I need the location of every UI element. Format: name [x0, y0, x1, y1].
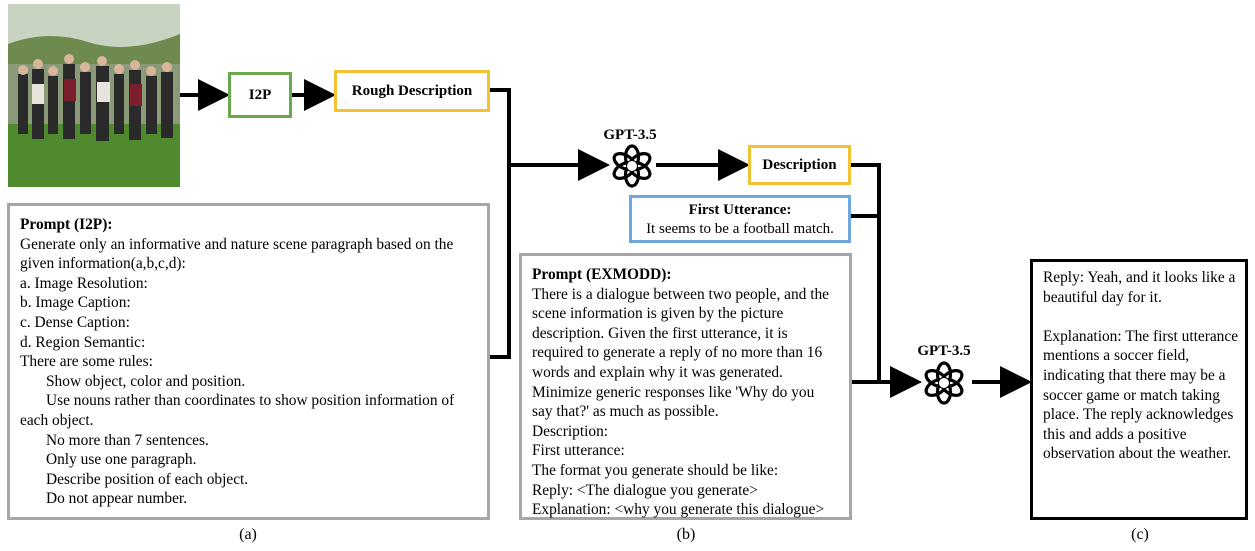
prompt-exmodd-line: Explanation: <why you generate this dial…	[532, 501, 825, 519]
soccer-crowd-photo	[8, 4, 180, 187]
description-label: Description	[762, 156, 837, 173]
gpt-label-b: GPT-3.5	[603, 127, 657, 143]
prompt-exmodd-line: description. Given the first utterance, …	[532, 324, 788, 342]
gpt-label-c: GPT-3.5	[917, 343, 971, 359]
prompt-exmodd-line: Reply: <The dialogue you generate>	[532, 481, 758, 499]
i2p-label: I2P	[248, 86, 272, 103]
first-utterance-title: First Utterance:	[688, 202, 792, 218]
openai-logo-icon	[922, 361, 966, 405]
reply-line: Reply: Yeah, and it looks like a	[1043, 269, 1236, 286]
prompt-i2p-rule: Use nouns rather than coordinates to sho…	[46, 392, 455, 410]
prompt-i2p-line: b. Image Caption:	[20, 294, 131, 312]
prompt-i2p-rule: Do not appear number.	[46, 490, 188, 508]
reply-line: beautiful day for it.	[1043, 288, 1162, 306]
prompt-exmodd-line: scene information is given by the pictur…	[532, 305, 784, 323]
first-utterance-box: First Utterance: It seems to be a footba…	[629, 195, 851, 243]
prompt-i2p-line: a. Image Resolution:	[20, 274, 148, 292]
prompt-i2p-rule: Describe position of each object.	[46, 470, 249, 488]
prompt-exmodd-line: The format you generate should be like:	[532, 461, 779, 479]
first-utterance-text: It seems to be a football match.	[646, 221, 834, 237]
prompt-i2p-title: Prompt (I2P):	[20, 216, 113, 233]
prompt-i2p-rule: No more than 7 sentences.	[46, 431, 209, 449]
explanation-line: this and adds a positive	[1043, 425, 1187, 443]
prompt-exmodd-line: Description:	[532, 422, 609, 440]
explanation-line: indicating that there may be a	[1043, 366, 1226, 384]
prompt-exmodd-line: words and explain why it was generated.	[532, 363, 783, 381]
explanation-line: mentions a soccer field,	[1043, 347, 1190, 365]
explanation-line: place. The reply acknowledges	[1043, 406, 1234, 424]
explanation-line: soccer game or match taking	[1043, 386, 1220, 404]
caption-a: (a)	[239, 526, 257, 543]
caption-b: (b)	[676, 526, 696, 543]
output-box: Reply: Yeah, and it looks like a beautif…	[1030, 259, 1248, 520]
prompt-exmodd-line: First utterance:	[532, 442, 625, 460]
prompt-i2p-line: c. Dense Caption:	[20, 313, 130, 331]
explanation-line: Explanation: The first utterance	[1043, 327, 1239, 345]
prompt-exmodd-box: Prompt (EXMODD): There is a dialogue bet…	[519, 253, 852, 520]
line-rough-to-trunk	[490, 88, 511, 359]
prompt-i2p-line: d. Region Semantic:	[20, 333, 146, 351]
prompt-exmodd-line: There is a dialogue between two people, …	[532, 285, 830, 303]
prompt-exmodd-line: say that?' as much as possible.	[532, 403, 719, 421]
prompt-i2p-line: Generate only an informative and nature …	[20, 235, 454, 253]
prompt-i2p-box: Prompt (I2P): Generate only an informati…	[7, 203, 490, 520]
prompt-exmodd-line: Minimize generic responses like 'Why do …	[532, 383, 815, 401]
line-description-to-merge	[851, 163, 881, 384]
rough-description-label: Rough Description	[351, 82, 473, 99]
openai-logo-icon	[610, 144, 654, 188]
prompt-exmodd-line: required to generate a reply of no more …	[532, 344, 823, 362]
spacer	[1043, 307, 1239, 327]
prompt-i2p-line: There are some rules:	[20, 353, 153, 371]
prompt-exmodd-title: Prompt (EXMODD):	[532, 266, 672, 283]
i2p-box: I2P	[228, 72, 292, 118]
prompt-i2p-line: given information(a,b,c,d):	[20, 255, 186, 273]
description-box: Description	[748, 145, 851, 185]
prompt-i2p-rule: Show object, color and position.	[46, 372, 246, 390]
explanation-line: observation about the weather.	[1043, 445, 1232, 463]
caption-c: (c)	[1131, 526, 1149, 543]
rough-description-box: Rough Description	[334, 70, 490, 112]
prompt-i2p-rule: Only use one paragraph.	[46, 451, 197, 469]
prompt-i2p-rule-wrap: each object.	[20, 411, 94, 429]
